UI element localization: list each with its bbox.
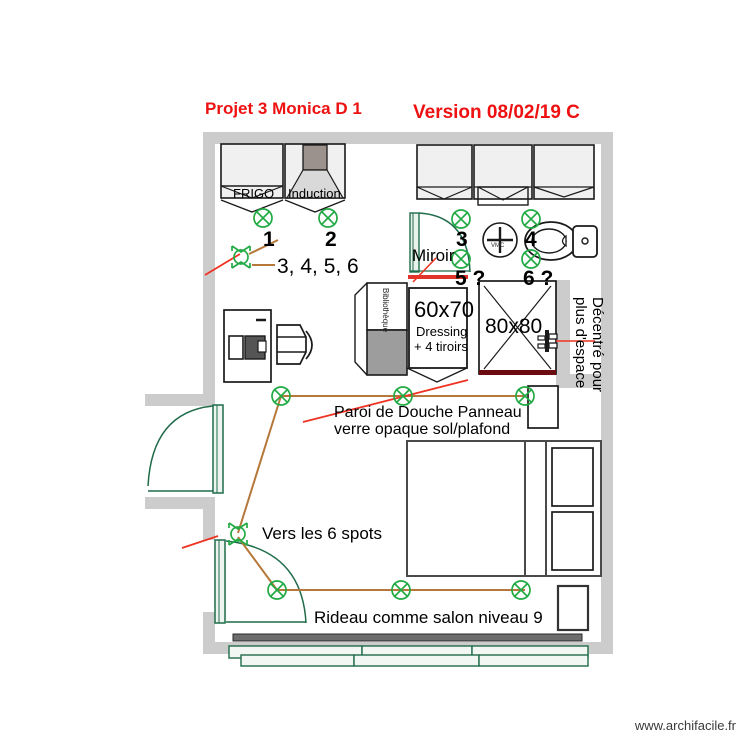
spot-light-icon-6 xyxy=(521,249,541,269)
wall-corridor-top xyxy=(145,394,205,406)
spot-lights-group xyxy=(253,208,541,600)
middle-furniture-group xyxy=(354,280,595,383)
spot-light-icon-1 xyxy=(253,208,273,228)
wall-switch-icon-kitchen xyxy=(231,245,251,269)
mirror-pointer xyxy=(412,257,437,283)
bathroom-fixtures-group xyxy=(408,212,598,283)
wall-left-lower xyxy=(203,497,215,540)
wall-shower-right xyxy=(556,280,570,388)
window-rail xyxy=(232,633,583,642)
fridge-label: FRIGO xyxy=(233,186,275,201)
mirror-label: Miroir xyxy=(412,246,455,265)
desk-computer-icon xyxy=(228,318,267,360)
spot-number-5: 5 ? xyxy=(455,267,486,290)
wall-left-mid xyxy=(203,394,215,406)
bathroom-cabinets-group xyxy=(416,144,595,206)
bookcase-upper xyxy=(366,282,408,331)
fridge-base-vee xyxy=(220,199,284,213)
offset-note-line1: Décentré pour xyxy=(589,297,606,393)
cabinet-2-vee xyxy=(477,186,529,201)
wall-niche-step xyxy=(556,374,602,388)
bed-group xyxy=(406,385,602,632)
bookcase-label: Bibliothèque xyxy=(381,288,390,333)
offset-note-line2: plus d'espace xyxy=(572,297,589,389)
vmc-label: VMC xyxy=(491,243,505,249)
pillow-top xyxy=(551,447,594,507)
cabinet-3-vee xyxy=(533,186,595,198)
spot-light-icon-corridor-1 xyxy=(271,386,291,406)
wall-left-upper xyxy=(203,132,215,394)
induction-base-vee xyxy=(284,199,346,213)
wire-to-lower-door xyxy=(237,536,278,591)
watermark: www.archifacile.fr xyxy=(634,718,736,733)
wall-switches-group xyxy=(228,245,251,546)
dressing-label: Dressing xyxy=(416,324,468,339)
spot-number-1: 1 xyxy=(263,228,275,251)
wall-top xyxy=(203,132,613,144)
mirror-strip xyxy=(408,275,468,279)
pillow-bottom xyxy=(551,511,594,571)
shower-threshold xyxy=(479,370,556,375)
dressing-size-label: 60x70 xyxy=(414,297,474,322)
fridge-body xyxy=(220,143,284,199)
window-panel-d xyxy=(240,654,355,667)
fridge-door-vee xyxy=(220,185,284,199)
shower-panel-note-line1: Paroi de Douche Panneau xyxy=(334,404,522,421)
spot-light-icon-corridor-2 xyxy=(393,386,413,406)
bookcase-lower xyxy=(366,329,408,376)
shower-size-label: 80x80 xyxy=(485,315,543,338)
shower-diag-2 xyxy=(483,285,552,370)
cabinet-2 xyxy=(473,144,533,200)
nightstand-bottom xyxy=(556,584,590,632)
cabinet-1-vee xyxy=(416,186,473,200)
wall-right xyxy=(601,132,613,654)
cabinet-1 xyxy=(416,144,473,200)
curtain-note: Rideau comme salon niveau 9 xyxy=(314,608,543,627)
hood-cone xyxy=(285,169,345,199)
spots-route-note: Vers les 6 spots xyxy=(262,524,383,543)
spot-number-2: 2 xyxy=(325,228,337,251)
spot-light-icon-2 xyxy=(318,208,338,228)
sink-basin xyxy=(477,186,529,206)
shower-tap-icon xyxy=(537,330,558,352)
nightstand-top xyxy=(527,385,559,429)
switch-group-label: 3, 4, 5, 6 xyxy=(277,255,359,278)
spot-light-icon-4 xyxy=(521,209,541,229)
spot-light-icon-bottom-1 xyxy=(267,580,287,600)
office-chair-icon xyxy=(276,324,313,365)
version-title: Version 08/02/19 C xyxy=(413,102,580,123)
window-panel-f xyxy=(478,654,589,667)
pointer-shower-panel xyxy=(302,379,469,423)
wall-switch-icon-bedroom xyxy=(228,522,248,546)
sliding-window-icon xyxy=(228,633,589,667)
wire-vertical-left xyxy=(237,395,282,534)
spot-number-6: 6 ? xyxy=(523,267,554,290)
project-title: Projet 3 Monica D 1 xyxy=(205,99,362,118)
pointer-lower-door xyxy=(181,535,219,549)
spot-light-icon-3 xyxy=(451,209,471,229)
spot-light-icon-bottom-2 xyxy=(391,580,411,600)
dressing-base-vee xyxy=(406,367,468,383)
door-bedroom-icon[interactable] xyxy=(214,539,307,624)
hood-chimney xyxy=(302,144,328,171)
spot-number-3: 3 xyxy=(456,228,468,251)
spot-number-4: 4 xyxy=(525,228,537,251)
wall-corridor-bottom xyxy=(145,497,205,509)
induction-label: Induction xyxy=(288,186,341,201)
vmc-vent-icon xyxy=(482,222,518,258)
cabinet-3 xyxy=(533,144,595,200)
shower-panel-note-line2: verre opaque sol/plafond xyxy=(334,421,511,438)
desk-group xyxy=(223,309,313,383)
kitchen-group xyxy=(220,143,346,213)
door-entry-upper-icon[interactable] xyxy=(147,404,224,494)
spot-light-icon-corridor-3 xyxy=(515,386,535,406)
dressing-drawers-label: + 4 tiroirs xyxy=(414,339,468,354)
dressing-box xyxy=(408,287,468,369)
toilet-icon xyxy=(524,221,598,261)
spot-light-icon-bottom-3 xyxy=(511,580,531,600)
window-panel-e xyxy=(353,654,480,667)
spot-light-icon-5 xyxy=(451,249,471,269)
bookcase-side xyxy=(354,282,368,376)
wire-switch-to-spot1 xyxy=(248,239,279,255)
